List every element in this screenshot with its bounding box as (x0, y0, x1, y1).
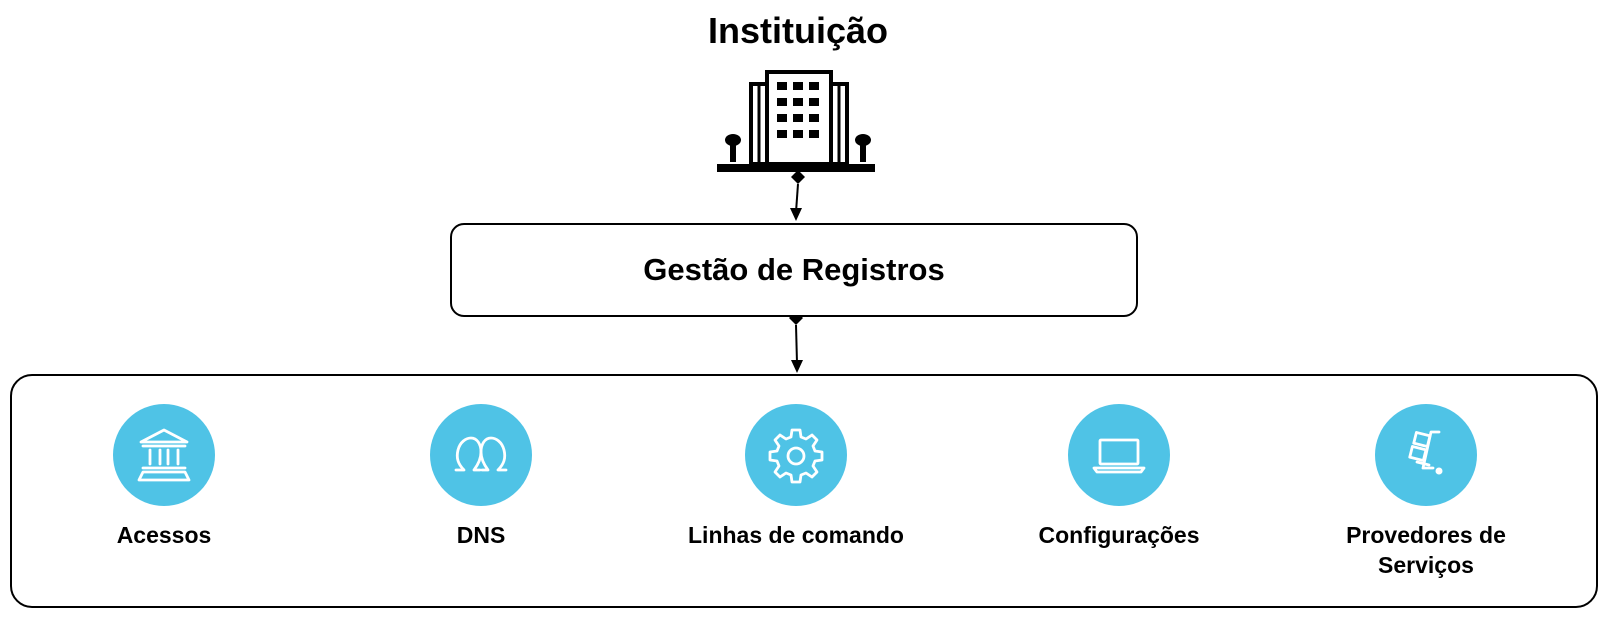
diagram-title: Instituição (707, 10, 889, 51)
building-icon (717, 70, 875, 172)
item-circle (430, 404, 532, 506)
laptop-icon (1092, 438, 1146, 474)
bank-icon (137, 428, 191, 482)
item-configuracoes: Configurações (999, 404, 1239, 550)
item-label: Provedores de Serviços (1346, 522, 1506, 578)
item-circle (745, 404, 847, 506)
connector-arrow-top (790, 208, 802, 221)
item-circle (1068, 404, 1170, 506)
item-provedores-de-servicos: Provedores de Serviços (1306, 404, 1546, 580)
hand-truck-icon (1408, 430, 1443, 475)
process-label: Gestão de Registros (643, 252, 945, 287)
connector-line-bottom (795, 324, 798, 364)
item-label: DNS (456, 522, 506, 548)
omega-icon (454, 436, 508, 472)
process-box: Gestão de Registros (450, 223, 1138, 317)
connector-arrow-bottom (791, 360, 803, 373)
gear-icon (768, 428, 824, 484)
item-circle (1375, 404, 1477, 506)
item-label: Linhas de comando (688, 522, 904, 548)
item-dns: DNS (361, 404, 601, 550)
item-label: Acessos (116, 522, 212, 548)
item-label: Configurações (1038, 522, 1200, 548)
item-circle (113, 404, 215, 506)
item-linhas-de-comando: Linhas de comando (676, 404, 916, 550)
connector-line-top (795, 183, 799, 213)
item-acessos: Acessos (44, 404, 284, 550)
